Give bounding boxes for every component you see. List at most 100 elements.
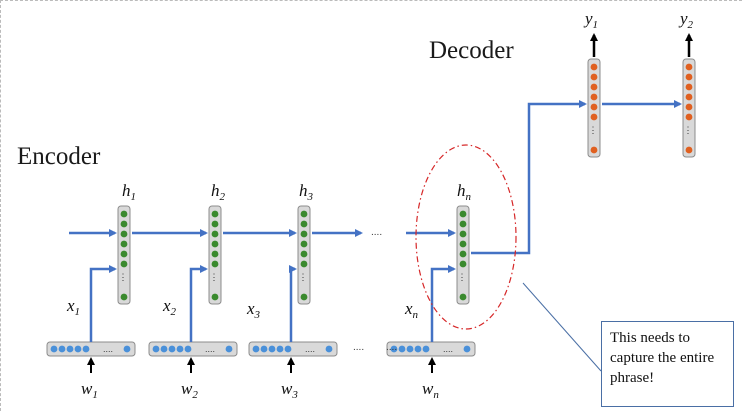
hidden-state-2-unit <box>211 240 219 248</box>
hidden-state-1-unit <box>120 260 128 268</box>
hidden-state-1-unit <box>120 220 128 228</box>
input-vector-2-unit <box>152 345 160 353</box>
hidden-state-4-unit <box>459 220 467 228</box>
hidden-state-2-vdots: ⋮ <box>210 272 219 282</box>
input-vector-3-unit <box>284 345 292 353</box>
output-label-1: y1 <box>585 9 599 31</box>
hidden-state-3-unit <box>300 260 308 268</box>
decoder-title: Decoder <box>429 37 514 64</box>
input-label-1: x1 <box>67 296 81 318</box>
output-state-2-vdots: ⋮ <box>684 125 693 135</box>
input-vector-3-unit <box>260 345 268 353</box>
output-state-2-unit <box>685 103 693 111</box>
input-vector-4-unit <box>463 345 471 353</box>
hidden-state-1-vdots: ⋮ <box>119 272 128 282</box>
input-vector-4-hdots: .... <box>443 344 453 354</box>
input-vector-3-unit <box>252 345 260 353</box>
input-label-3: x3 <box>247 299 261 321</box>
output-label-2: y2 <box>680 9 694 31</box>
hidden-state-4-unit <box>459 250 467 258</box>
hidden-label-2: h2 <box>211 181 225 203</box>
hidden-state-3-unit <box>300 210 308 218</box>
input-to-hidden-arrow-2 <box>189 265 208 342</box>
hidden-state-2-unit <box>211 293 219 301</box>
input-vector-1-unit <box>66 345 74 353</box>
output-state-1-unit <box>590 113 598 121</box>
word-label-1: w1 <box>81 379 98 401</box>
hidden-state-2-unit <box>211 260 219 268</box>
hidden-state-2-unit <box>211 230 219 238</box>
input-vector-3-unit <box>276 345 284 353</box>
hidden-state-3-unit <box>300 240 308 248</box>
callout-pointer <box>522 282 602 372</box>
input-vector-2-unit <box>176 345 184 353</box>
input-vector-3-unit <box>325 345 333 353</box>
input-to-hidden-arrow-3 <box>289 265 297 342</box>
output-state-2-unit <box>685 83 693 91</box>
output-state-1-unit <box>590 103 598 111</box>
input-vector-1-unit <box>50 345 58 353</box>
hidden-state-4-unit <box>459 293 467 301</box>
output-state-1-unit <box>590 63 598 71</box>
hidden-state-4-unit <box>459 260 467 268</box>
hidden-state-1-unit <box>120 210 128 218</box>
input-label-n: xn <box>405 299 419 321</box>
output-state-2-unit <box>685 146 693 154</box>
hidden-state-4-unit <box>459 210 467 218</box>
input-vector-2-unit <box>225 345 233 353</box>
input-vector-1-unit <box>82 345 90 353</box>
input-to-hidden-arrow-4 <box>430 265 456 342</box>
hidden-label-1: h1 <box>122 181 136 203</box>
input-vector-4-unit <box>398 345 406 353</box>
hidden-state-3-vdots: ⋮ <box>299 272 308 282</box>
output-state-2-unit <box>685 93 693 101</box>
word-label-3: w3 <box>281 379 298 401</box>
hidden-state-3-unit <box>300 230 308 238</box>
input-vector-1-unit <box>58 345 66 353</box>
hidden-state-4-unit <box>459 230 467 238</box>
hidden-label-3: h3 <box>299 181 313 203</box>
input-vector-4-unit <box>390 345 398 353</box>
output-state-1-unit <box>590 73 598 81</box>
hidden-state-2-unit <box>211 220 219 228</box>
hidden-state-3-unit <box>300 293 308 301</box>
input-vector-2-hdots: .... <box>205 344 215 354</box>
output-state-2-unit <box>685 73 693 81</box>
output-state-1-unit <box>590 93 598 101</box>
input-chain-ellipsis-1: .... <box>353 342 365 353</box>
input-vector-2-unit <box>160 345 168 353</box>
output-state-2-unit <box>685 113 693 121</box>
output-state-2-unit <box>685 63 693 71</box>
hidden-state-1-unit <box>120 250 128 258</box>
input-to-hidden-arrow-1 <box>89 265 117 342</box>
input-vector-1-unit <box>74 345 82 353</box>
callout-note: This needs to capture the entire phrase! <box>601 321 734 407</box>
encoder-title: Encoder <box>17 143 101 170</box>
input-vector-4-unit <box>422 345 430 353</box>
hidden-state-3-unit <box>300 250 308 258</box>
input-vector-3-box <box>248 341 338 357</box>
hidden-state-4-vdots: ⋮ <box>458 272 467 282</box>
hidden-chain-ellipsis: .... <box>371 227 383 238</box>
output-state-1-unit <box>590 83 598 91</box>
hidden-state-4-unit <box>459 240 467 248</box>
input-vector-4-unit <box>406 345 414 353</box>
hidden-label-n: hn <box>457 181 471 203</box>
hidden-state-1-unit <box>120 293 128 301</box>
hidden-state-1-unit <box>120 230 128 238</box>
input-vector-2-unit <box>184 345 192 353</box>
highlight-ellipse <box>415 144 517 330</box>
hidden-state-2-unit <box>211 210 219 218</box>
input-vector-1-unit <box>123 345 131 353</box>
input-vector-2-unit <box>168 345 176 353</box>
word-label-n: wn <box>422 379 439 401</box>
input-chain-ellipsis-2: .... <box>386 342 398 353</box>
input-vector-3-hdots: .... <box>305 344 315 354</box>
output-state-1-unit <box>590 146 598 154</box>
input-vector-4-unit <box>414 345 422 353</box>
output-state-1-vdots: ⋮ <box>589 125 598 135</box>
input-label-2: x2 <box>163 296 177 318</box>
context-arrow <box>471 100 587 255</box>
